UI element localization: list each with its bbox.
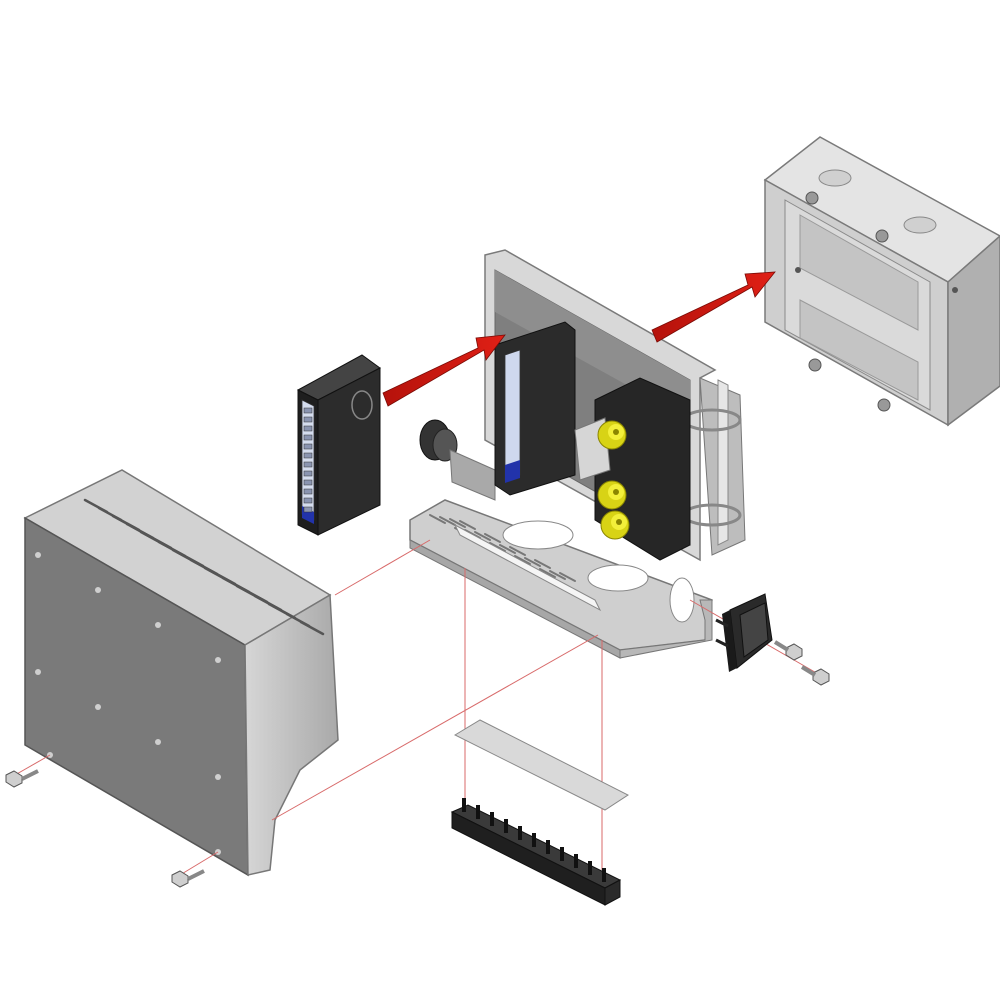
vent-slot [559, 572, 576, 582]
terminal-module [296, 354, 381, 536]
terminal-post [560, 847, 564, 861]
terminal-post [476, 805, 480, 819]
vent-slot [459, 520, 476, 530]
terminal-post [602, 868, 606, 882]
cover-vent-slots [83, 498, 325, 636]
terminal-screw [303, 452, 313, 459]
vent-slot [509, 546, 526, 556]
terminal-screw [303, 497, 313, 504]
vent-slot [549, 570, 566, 580]
vent-slot [139, 530, 165, 546]
terminal-cover-plate [453, 719, 629, 811]
vent-slot [499, 544, 516, 554]
vent-slot [429, 514, 446, 524]
terminal-post [574, 854, 578, 868]
terminal-post [504, 819, 508, 833]
terminal-screw [303, 506, 313, 513]
mounting-chassis [409, 249, 746, 659]
perforated-cover [23, 469, 339, 877]
terminal-screw [303, 479, 313, 486]
mounting-screws [5, 640, 830, 888]
assembly-arrow-module-to-chassis [382, 334, 506, 407]
terminal-screws [303, 407, 313, 513]
screw-icon [800, 665, 830, 686]
vent-slot [514, 555, 531, 565]
vent-slot [489, 542, 506, 552]
terminal-screw [303, 461, 313, 468]
yellow-rca-connector-icon [597, 420, 627, 450]
terminal-screw [303, 434, 313, 441]
yellow-rca-connector-icon [597, 480, 627, 510]
screw-icon [773, 640, 803, 661]
screw-icon [171, 869, 205, 888]
rocker-switch [715, 593, 773, 672]
terminal-screw [303, 443, 313, 450]
vent-slot [539, 568, 556, 578]
terminal-screw [303, 425, 313, 432]
screw-icon [5, 769, 39, 788]
vent-slot [203, 566, 229, 582]
terminal-screw [303, 470, 313, 477]
terminal-screw [303, 488, 313, 495]
vent-slot [299, 620, 325, 636]
terminal-block-posts [462, 798, 606, 882]
terminal-screw [303, 407, 313, 414]
vent-slot [439, 516, 456, 526]
vent-slot [524, 557, 541, 567]
vent-slot [171, 548, 197, 564]
vent-slot [484, 533, 501, 543]
vent-slot [235, 584, 261, 600]
terminal-post [546, 840, 550, 854]
terminal-post [462, 798, 466, 812]
vent-slot [267, 602, 293, 618]
vent-slot [474, 531, 491, 541]
electrical-back-box [763, 136, 1000, 427]
terminal-post [588, 861, 592, 875]
vent-slot [534, 559, 551, 569]
assembly-guide-lines [14, 539, 821, 876]
terminal-post [532, 833, 536, 847]
terminal-screw [303, 416, 313, 423]
terminal-post [490, 812, 494, 826]
yellow-rca-connector-icon [600, 510, 630, 540]
terminal-post [518, 826, 522, 840]
terminal-block-strip [450, 798, 622, 906]
assembly-arrow-chassis-to-box [651, 271, 776, 343]
vent-slot [449, 518, 466, 528]
